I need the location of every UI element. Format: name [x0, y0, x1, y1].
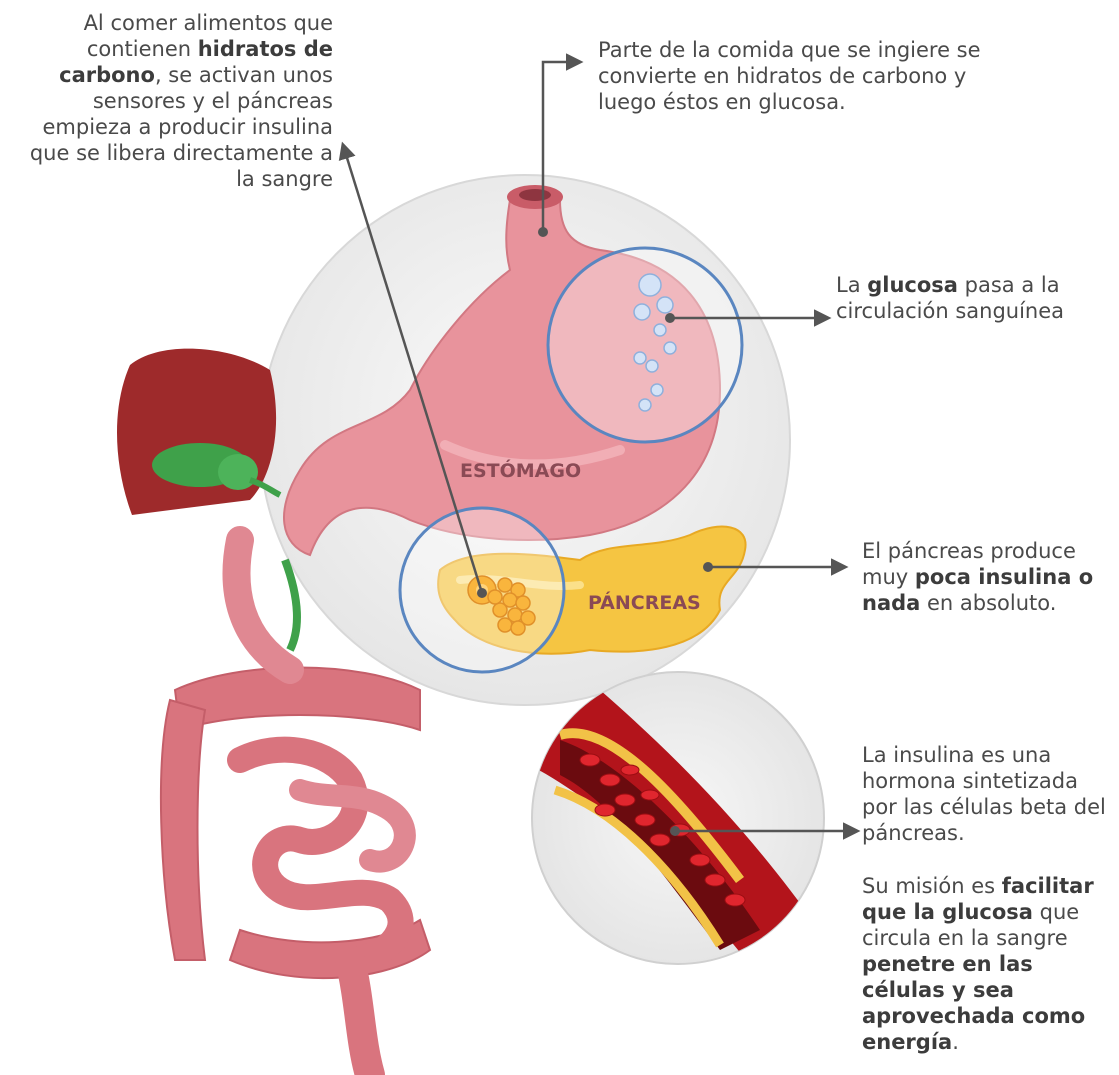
mission-text-3: . [952, 1030, 959, 1054]
glucose-bold: glucosa [867, 273, 958, 297]
food-text: Parte de la comida que se ingiere se con… [598, 38, 981, 114]
glucose-text-1: La [836, 273, 867, 297]
mission-bold-2: penetre en las células y sea aprovechada… [862, 952, 1085, 1054]
food-callout: Parte de la comida que se ingiere se con… [598, 37, 998, 115]
mission-text-1: Su misión es [862, 874, 1002, 898]
glucose-callout: La glucosa pasa a la circulación sanguín… [836, 272, 1068, 324]
mission-callout: Su misión es facilitar que la glucosa qu… [862, 873, 1107, 1055]
carbs-callout: Al comer alimentos que contienen hidrato… [5, 10, 333, 192]
insulin-callout: La insulina es una hormona sintetizada p… [862, 742, 1107, 846]
pancreas-text-2: en absoluto. [920, 591, 1056, 615]
liver [117, 349, 276, 515]
insulin-text: La insulina es una hormona sintetizada p… [862, 743, 1106, 845]
pancreas-callout: El páncreas produce muy poca insulina o … [862, 538, 1107, 616]
glucose-zoom-circle [548, 248, 742, 442]
stomach-label: ESTÓMAGO [460, 460, 581, 482]
pancreas-label: PÁNCREAS [588, 592, 701, 614]
